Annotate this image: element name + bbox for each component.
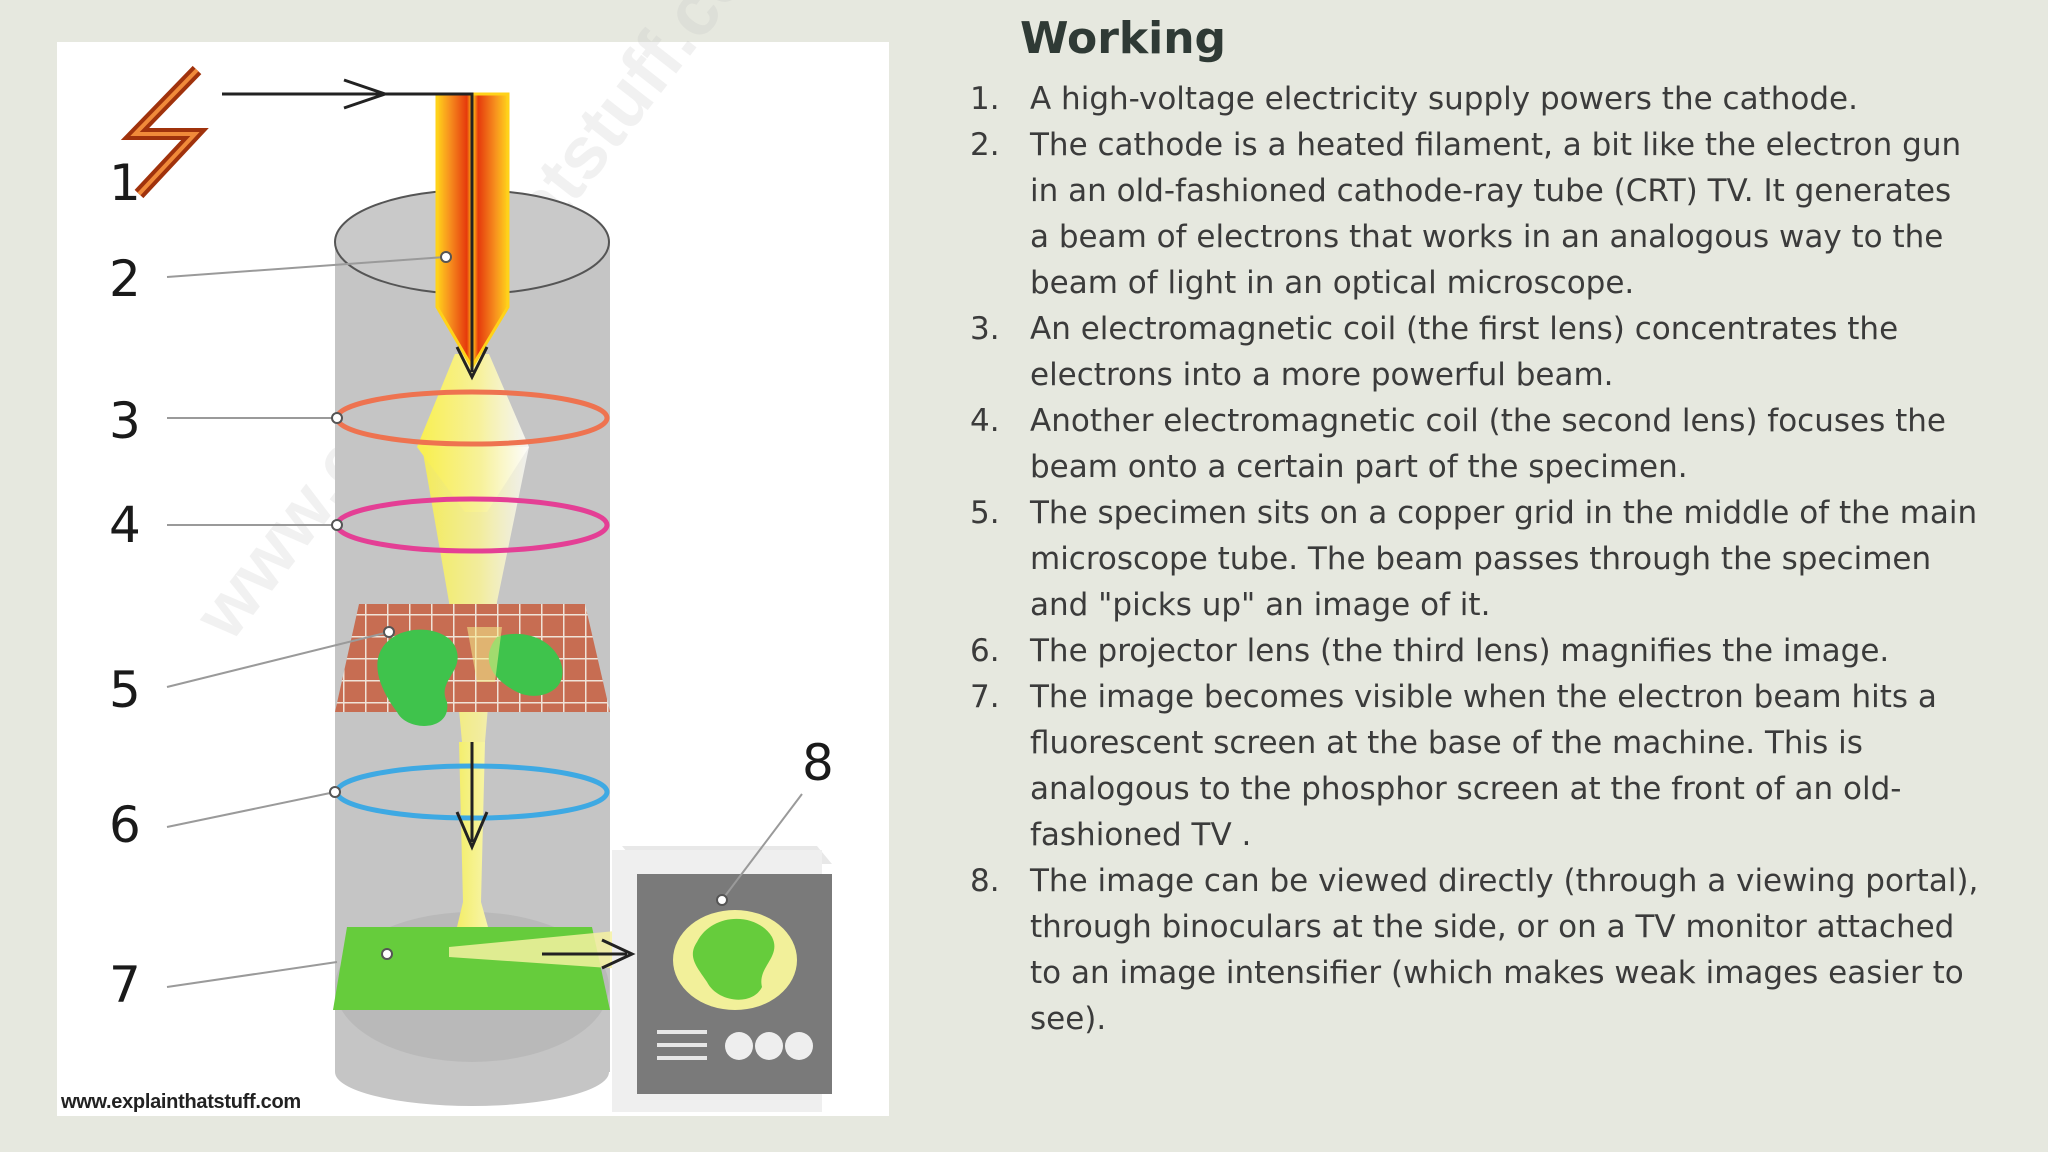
list-item: 1. A high-voltage electricity supply powe… [970, 76, 1980, 122]
callout-label-8: 8 [802, 734, 834, 792]
beam-arrow [455, 742, 489, 851]
callout-label-3: 3 [109, 392, 141, 450]
specimen-grid [335, 604, 610, 726]
step-text: The projector lens (the third lens) magn… [1030, 633, 1890, 669]
leader-lines [166, 256, 803, 988]
step-number: 5. [970, 495, 1000, 531]
callout-label-1: 1 [109, 154, 141, 212]
callout-label-2: 2 [109, 250, 141, 308]
step-text: A high-voltage electricity supply powers… [1030, 81, 1858, 117]
callout-label-7: 7 [109, 956, 141, 1014]
lightning-bolt-icon [120, 65, 209, 199]
step-text: The specimen sits on a copper grid in th… [1030, 495, 1978, 623]
step-text: Another electromagnetic coil (the second… [1030, 403, 1946, 485]
working-steps-panel: Working 1. A high-voltage electricity sup… [970, 8, 1980, 1042]
step-number: 3. [970, 311, 1000, 347]
step-number: 1. [970, 81, 1000, 117]
callout-label-6: 6 [109, 796, 141, 854]
step-number: 7. [970, 679, 1000, 715]
step-text: An electromagnetic coil (the first lens)… [1030, 311, 1899, 393]
list-item: 3. An electromagnetic coil (the first len… [970, 306, 1980, 398]
tem-diagram: www.explainthatstuff.com [57, 0, 889, 1116]
tem-diagram-svg: 1 2 3 4 5 6 7 8 [109, 65, 834, 1112]
list-item: 7. The image becomes visible when the ele… [970, 674, 1980, 858]
image-arrow [542, 938, 636, 970]
list-item: 4. Another electromagnetic coil (the seco… [970, 398, 1980, 490]
list-item: 2. The cathode is a heated filament, a bi… [970, 122, 1980, 306]
step-number: 4. [970, 403, 1000, 439]
steps-list: 1. A high-voltage electricity supply powe… [970, 76, 1980, 1042]
list-item: 6. The projector lens (the third lens) ma… [970, 628, 1980, 674]
image-credit: www.explainthatstuff.com [61, 1091, 301, 1113]
step-number: 6. [970, 633, 1000, 669]
supply-wire [222, 78, 489, 381]
list-item: 8. The image can be viewed directly (thro… [970, 858, 1980, 1042]
list-item: 5. The specimen sits on a copper grid in … [970, 490, 1980, 628]
callout-label-4: 4 [109, 496, 141, 554]
step-text: The image becomes visible when the elect… [1030, 679, 1937, 853]
step-number: 2. [970, 127, 1000, 163]
leader-dots [329, 251, 728, 960]
step-text: The cathode is a heated filament, a bit … [1030, 127, 1962, 301]
callout-label-5: 5 [109, 661, 141, 719]
step-text: The image can be viewed directly (throug… [1030, 863, 1979, 1037]
section-heading: Working [1020, 13, 1227, 64]
step-number: 8. [970, 863, 1000, 899]
monitor-icon [612, 846, 832, 1112]
